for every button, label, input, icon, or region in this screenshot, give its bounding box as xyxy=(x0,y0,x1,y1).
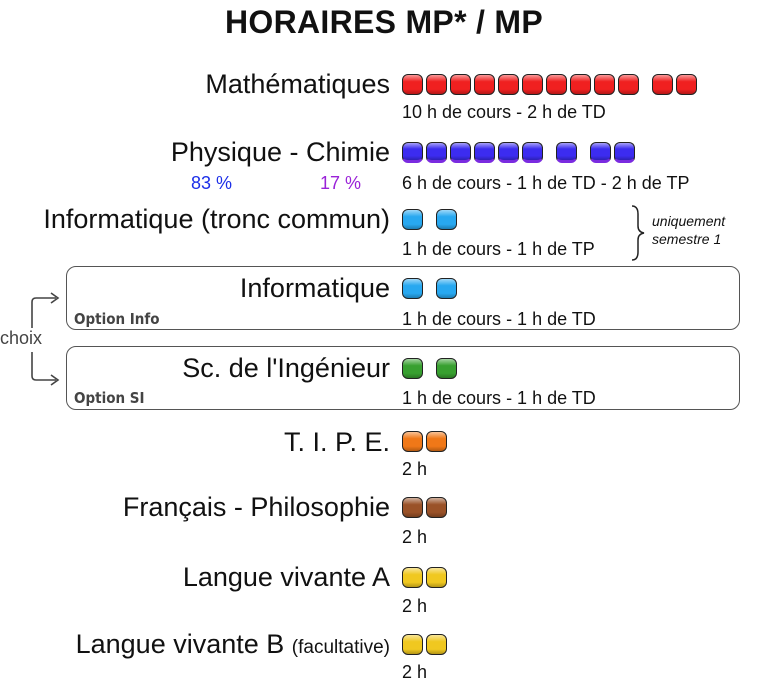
hour-block xyxy=(498,73,519,95)
hour-block xyxy=(618,73,639,95)
subject-langue-b: Langue vivante B (facultative) xyxy=(76,628,390,664)
hour-block xyxy=(474,73,495,95)
percent-chimie: 17 % xyxy=(320,173,362,193)
hour-block xyxy=(426,633,447,655)
hour-blocks-informatique-option xyxy=(402,275,460,301)
hour-block xyxy=(426,566,447,588)
hour-block xyxy=(546,73,567,95)
subject-informatique-option: Informatique xyxy=(239,273,390,303)
detail-francais-philosophie: 2 h xyxy=(402,527,428,547)
hour-blocks-langue-b xyxy=(402,631,450,657)
hour-block xyxy=(450,73,471,95)
hour-block xyxy=(426,496,447,518)
hour-block xyxy=(556,141,577,163)
hour-block xyxy=(436,208,457,230)
hour-block xyxy=(402,357,423,379)
option-si-label: Option SI xyxy=(74,389,145,407)
option-info-box xyxy=(66,266,740,330)
detail-langue-b: 2 h xyxy=(402,662,428,682)
hour-block xyxy=(426,430,447,452)
hour-block xyxy=(450,141,471,163)
detail-informatique-option: 1 h de cours - 1 h de TD xyxy=(402,309,596,329)
hour-block xyxy=(402,73,423,95)
subject-langue-b-name: Langue vivante B xyxy=(75,629,285,659)
option-si-box xyxy=(66,346,740,410)
hour-blocks-mathematiques xyxy=(402,71,700,97)
choice-label: choix xyxy=(0,328,43,348)
choice-arrows-icon xyxy=(31,292,60,386)
subject-langue-b-suffix: (facultative) xyxy=(291,637,390,658)
hour-block xyxy=(522,73,543,95)
hour-block xyxy=(402,430,423,452)
hour-block xyxy=(590,141,611,163)
detail-physique-chimie: 6 h de cours - 1 h de TD - 2 h de TP xyxy=(402,173,690,193)
page-title: HORAIRES MP* / MP xyxy=(224,4,544,40)
hour-block xyxy=(426,141,447,163)
hour-block xyxy=(402,566,423,588)
detail-tipe: 2 h xyxy=(402,459,428,479)
detail-informatique-tronc-commun: 1 h de cours - 1 h de TP xyxy=(402,239,595,259)
hour-block xyxy=(522,141,543,163)
brace-icon xyxy=(631,205,645,261)
subject-informatique-tronc-commun: Informatique (tronc commun) xyxy=(43,204,390,234)
hour-block xyxy=(594,73,615,95)
subject-mathematiques: Mathématiques xyxy=(205,69,390,99)
note-line-1: uniquement xyxy=(652,213,726,229)
detail-sciences-ingenieur: 1 h de cours - 1 h de TD xyxy=(402,388,596,408)
hour-blocks-sciences-ingenieur xyxy=(402,355,460,381)
hour-block xyxy=(570,73,591,95)
hour-block xyxy=(402,141,423,163)
detail-langue-a: 2 h xyxy=(402,596,428,616)
hour-blocks-langue-a xyxy=(402,564,450,590)
hour-block xyxy=(402,277,423,299)
subject-langue-a: Langue vivante A xyxy=(182,562,390,592)
hour-block xyxy=(402,496,423,518)
hour-block xyxy=(498,141,519,163)
hour-block xyxy=(426,73,447,95)
note-semester: uniquement semestre 1 xyxy=(652,212,725,248)
hour-block xyxy=(652,73,673,95)
hour-block xyxy=(436,277,457,299)
hour-blocks-informatique-tronc-commun xyxy=(402,206,460,232)
hour-block xyxy=(614,141,635,163)
hour-block xyxy=(436,357,457,379)
percent-physique: 83 % xyxy=(191,173,233,193)
hour-blocks-francais-philosophie xyxy=(402,494,450,520)
hour-blocks-physique-chimie xyxy=(402,139,638,165)
subject-francais-philosophie: Français - Philosophie xyxy=(122,492,390,522)
hour-blocks-tipe xyxy=(402,428,450,454)
hour-block xyxy=(474,141,495,163)
subject-sciences-ingenieur: Sc. de l'Ingénieur xyxy=(182,353,390,383)
subject-tipe: T. I. P. E. xyxy=(283,427,390,457)
subject-physique-chimie: Physique - Chimie xyxy=(170,137,390,167)
note-line-2: semestre 1 xyxy=(652,231,722,247)
hour-block xyxy=(402,633,423,655)
option-info-label: Option Info xyxy=(74,310,160,328)
detail-mathematiques: 10 h de cours - 2 h de TD xyxy=(402,102,606,122)
hour-block xyxy=(402,208,423,230)
hour-block xyxy=(676,73,697,95)
